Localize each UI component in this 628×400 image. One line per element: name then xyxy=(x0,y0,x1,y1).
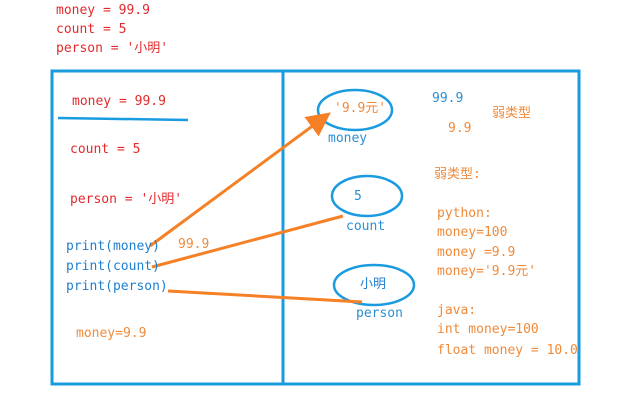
money-underline xyxy=(57,116,189,122)
count-object-value: 5 xyxy=(354,189,362,204)
money-reference-arrow xyxy=(149,112,331,248)
python-line-3: money =9.9 xyxy=(437,245,516,260)
money-object-value: '9.9元' xyxy=(334,101,387,116)
money-object-label: money xyxy=(328,131,368,146)
top-code-line-money: money = 99.9 xyxy=(56,3,150,18)
python-line-4: money='9.9元' xyxy=(437,264,537,279)
person-object-label: person xyxy=(356,306,403,321)
weak-type-label: 弱类型 xyxy=(492,106,532,121)
print-person: print(person) xyxy=(66,279,168,294)
count-reference-line xyxy=(151,214,344,269)
value-99-9: 99.9 xyxy=(432,91,464,106)
count-object-ellipse xyxy=(330,174,404,218)
person-object-value: 小明 xyxy=(360,277,387,292)
money-note: money=9.9 xyxy=(76,326,147,341)
value-9-9: 9.9 xyxy=(448,121,472,136)
print-output: 99.9 xyxy=(178,237,210,252)
person-object-ellipse xyxy=(332,263,416,307)
java-line-1: java: xyxy=(437,303,477,318)
weak-type-heading: 弱类型: xyxy=(434,167,481,182)
outer-frame xyxy=(50,69,581,386)
top-code-line-count: count = 5 xyxy=(56,22,127,37)
stmt-count: count = 5 xyxy=(70,142,141,157)
person-reference-line xyxy=(167,289,363,304)
print-money: print(money) xyxy=(66,239,160,254)
python-line-2: money=100 xyxy=(437,225,508,240)
stmt-person: person = '小明' xyxy=(70,192,183,207)
stmt-money: money = 99.9 xyxy=(72,94,166,109)
java-line-2: int money=100 xyxy=(437,322,539,337)
python-line-1: python: xyxy=(437,206,492,221)
top-code-line-person: person = '小明' xyxy=(56,41,169,56)
money-object-ellipse xyxy=(316,88,394,132)
count-object-label: count xyxy=(346,219,386,234)
print-count: print(count) xyxy=(66,259,160,274)
java-line-3: float money = 10.0 xyxy=(437,343,578,358)
